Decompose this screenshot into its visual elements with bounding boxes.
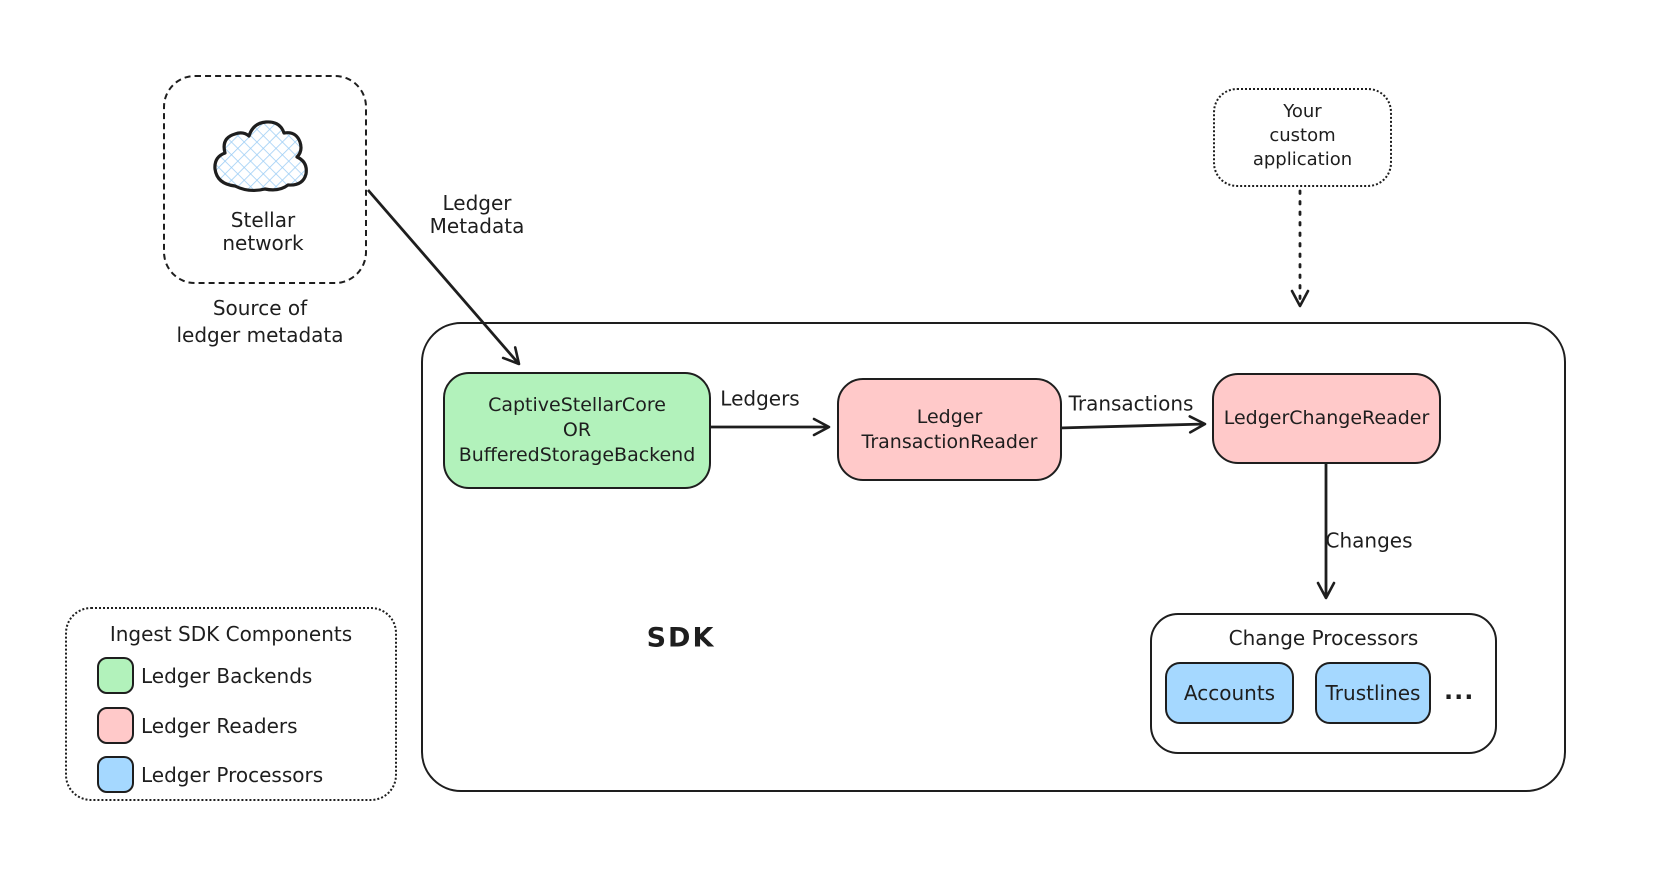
node-ledger-transaction-reader: Ledger TransactionReader (837, 378, 1062, 481)
stellar-network-box (163, 75, 367, 284)
ledger-metadata-label: Ledger Metadata (429, 191, 525, 238)
sdk-label: SDK (646, 622, 716, 654)
node-accounts-processor: Accounts (1165, 662, 1294, 724)
changes-label: Changes (1325, 528, 1413, 553)
ledgers-label: Ledgers (720, 386, 800, 411)
green-swatch-icon (97, 657, 134, 694)
node-captive-stellar-core: CaptiveStellarCore OR BufferedStorageBac… (443, 372, 711, 489)
node-ledger-change-reader: LedgerChangeReader (1212, 373, 1441, 464)
legend-box: Ingest SDK Components Ledger Backends Le… (65, 607, 397, 801)
custom-application-box: Your custom application (1213, 88, 1392, 187)
pink-swatch-icon (97, 707, 134, 744)
transactions-label: Transactions (1068, 391, 1194, 416)
legend-item-readers: Ledger Readers (97, 707, 298, 744)
node-trustlines-processor: Trustlines (1315, 662, 1431, 724)
custom-application-label: Your custom application (1252, 101, 1353, 170)
change-processors-title: Change Processors (1228, 626, 1419, 650)
sdk-container (421, 322, 1566, 792)
legend-item-backends: Ledger Backends (97, 657, 312, 694)
stellar-network-label: Stellar network (222, 208, 304, 255)
blue-swatch-icon (97, 756, 134, 793)
more-processors-ellipsis: ... (1444, 677, 1475, 705)
change-processors-box: Change Processors Accounts Trustlines ..… (1150, 613, 1497, 754)
source-caption: Source of ledger metadata (176, 296, 344, 347)
legend-title: Ingest SDK Components (109, 622, 353, 646)
legend-item-processors: Ledger Processors (97, 756, 323, 793)
cloud-icon (213, 120, 308, 193)
